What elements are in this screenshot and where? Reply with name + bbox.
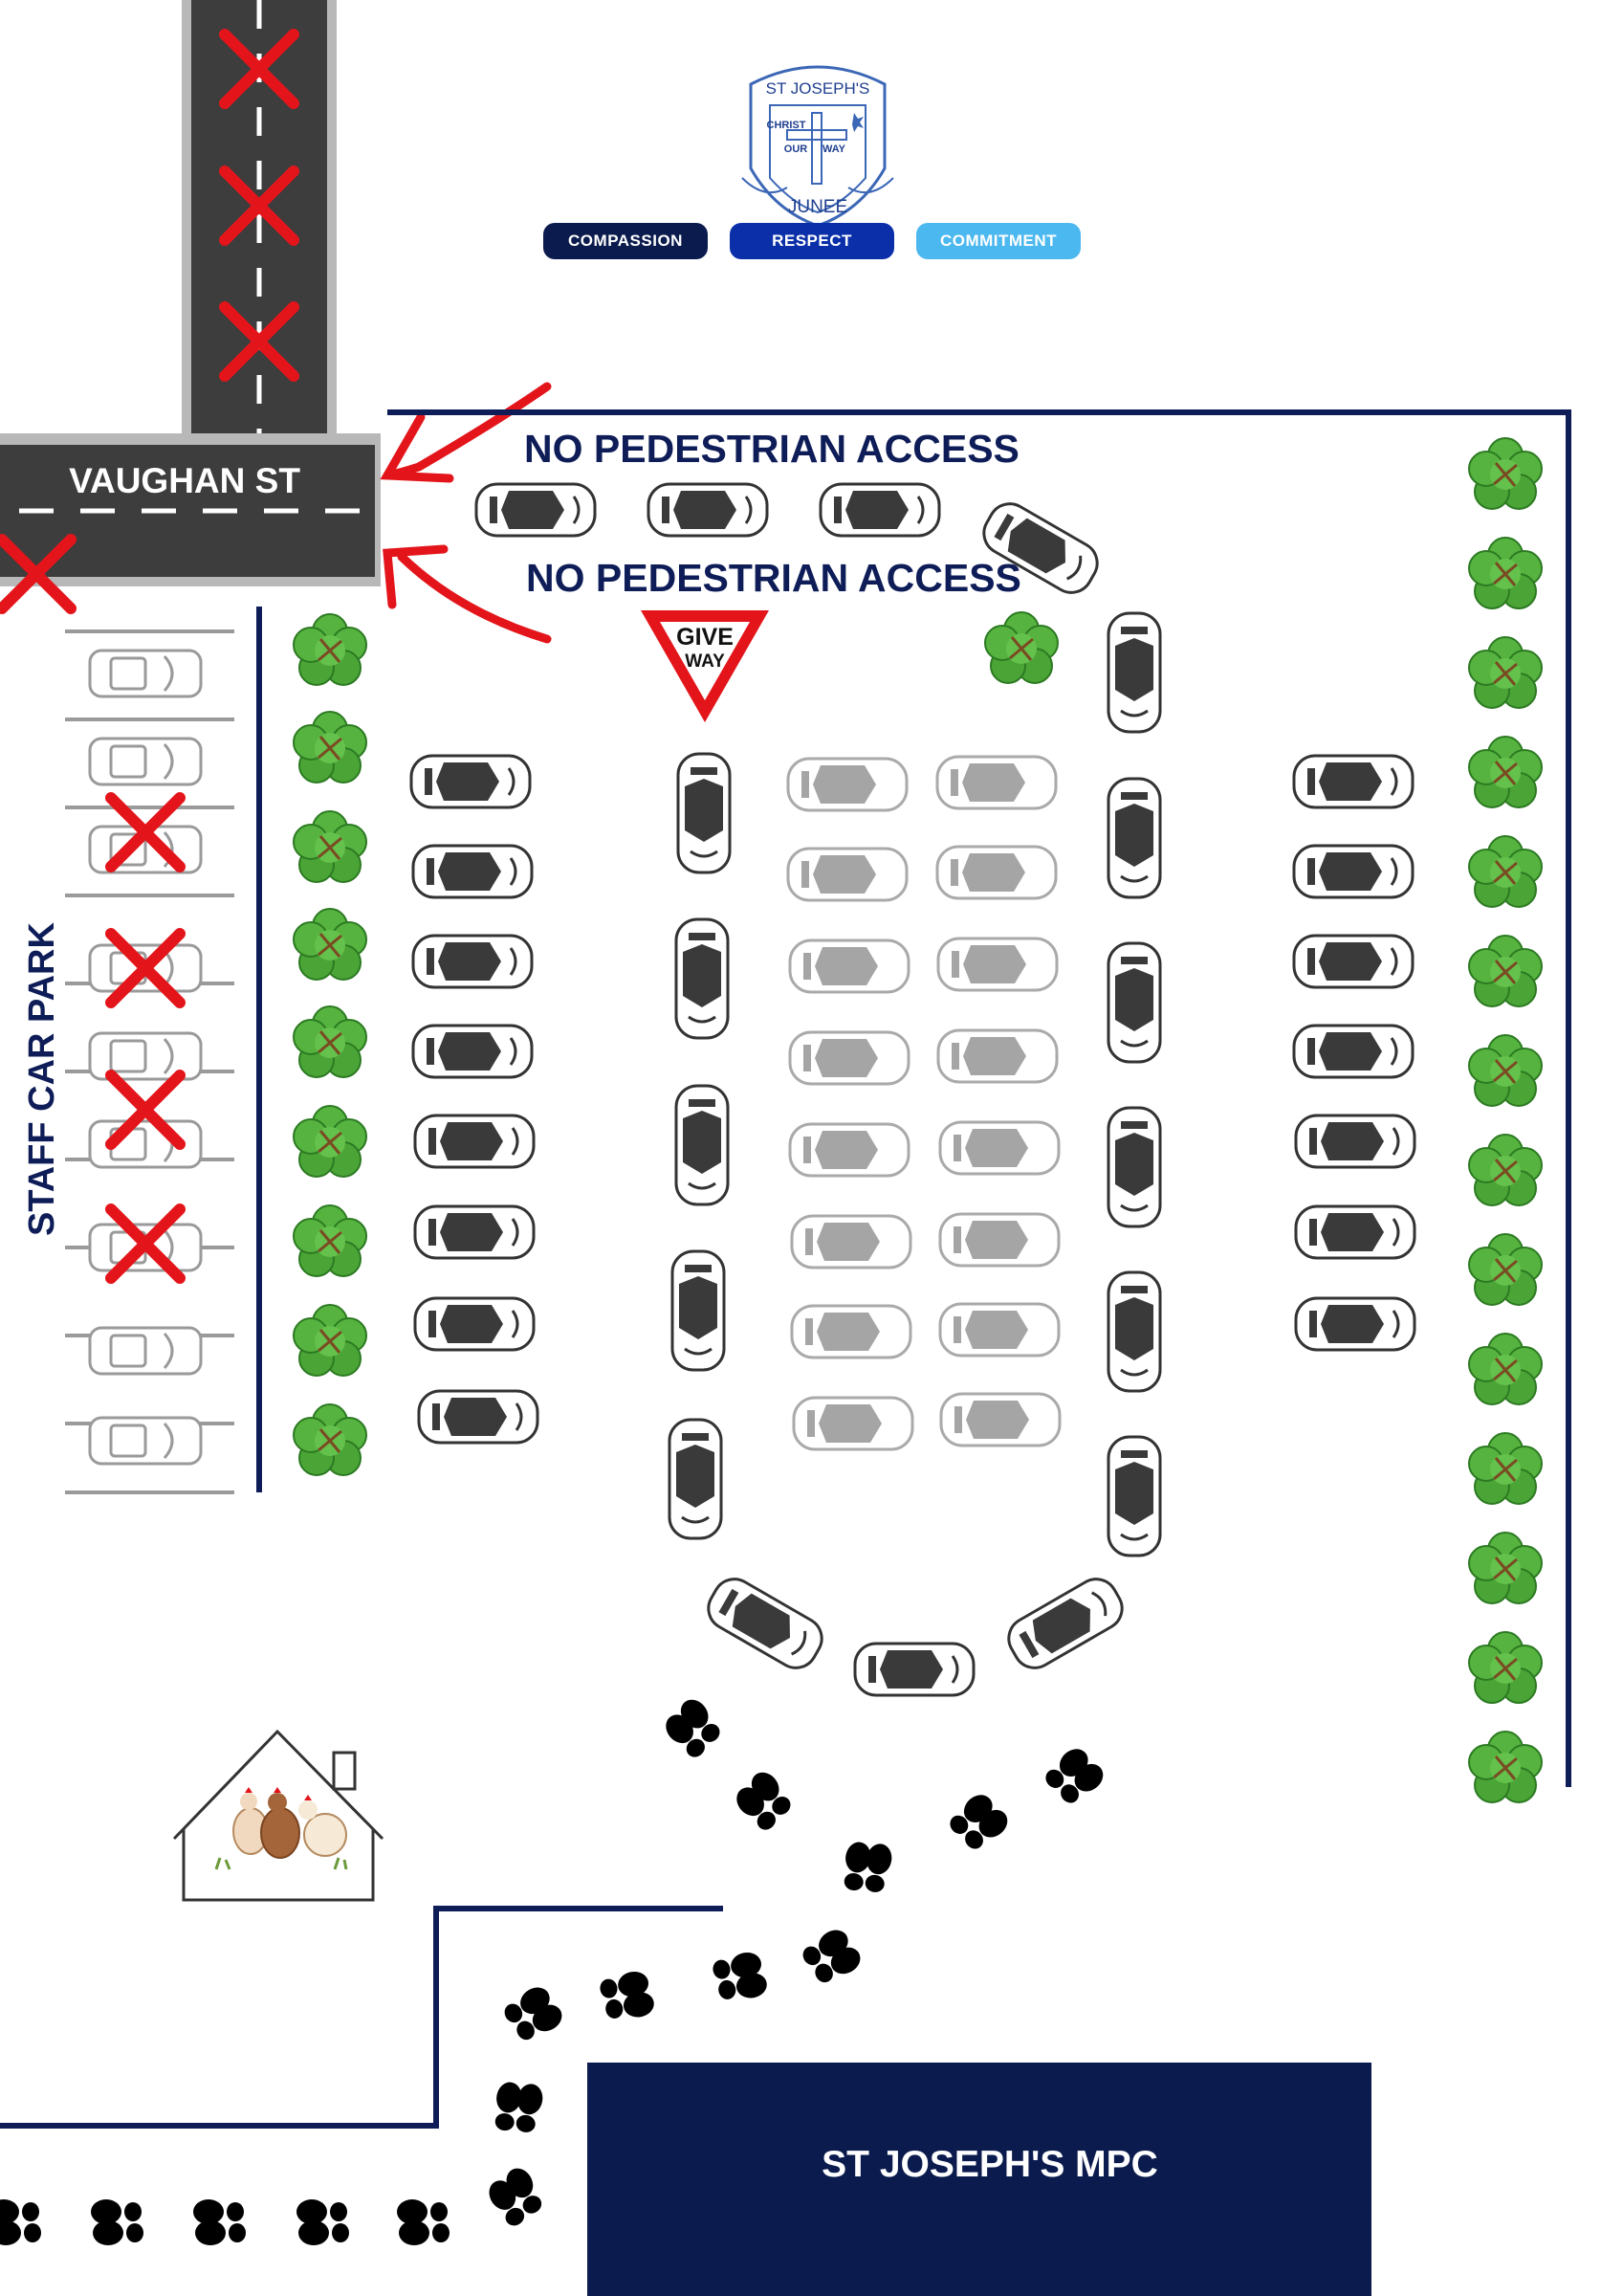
parked-cars-centre — [786, 755, 1062, 1451]
arrow-bottom — [383, 544, 552, 644]
parked-cars-left — [409, 754, 539, 1445]
no-pedestrian-access-bottom: NO PEDESTRIAN ACCESS — [526, 556, 1021, 600]
value-badge-label: COMMITMENT — [939, 232, 1058, 250]
tree-centre — [983, 610, 1060, 685]
logo-motto-3: WAY — [822, 144, 846, 155]
logo-motto-2: OUR — [784, 144, 808, 155]
vaughan-street — [0, 433, 381, 586]
value-badge-label: RESPECT — [772, 232, 852, 250]
logo-town-name: JUNEE — [788, 197, 847, 217]
chicken-icon — [260, 1787, 300, 1859]
chicken-icon — [298, 1795, 347, 1857]
no-pedestrian-access-top: NO PEDESTRIAN ACCESS — [524, 427, 1020, 471]
value-badge-compassion: COMPASSION — [543, 223, 708, 259]
loop-lane-right-cars — [1107, 611, 1162, 1557]
school-logo: ST JOSEPH'S CHRIST OUR WAY JUNEE — [741, 65, 894, 228]
chicken-coop — [172, 1729, 384, 1902]
logo-motto-1: CHRIST — [767, 120, 806, 131]
trees-right — [1467, 436, 1544, 1804]
loop-lane-left-cars — [668, 752, 732, 1540]
value-badge-respect: RESPECT — [730, 223, 894, 259]
arrow-top — [380, 382, 552, 483]
give-way-line-1: GIVE — [676, 624, 734, 651]
logo-school-name: ST JOSEPH'S — [766, 79, 870, 98]
site-boundary — [0, 409, 1571, 2129]
chicken-icon — [232, 1787, 269, 1855]
loop-bottom-cars — [699, 1570, 1131, 1697]
staff-car-park-label: STAFF CAR PARK — [22, 922, 62, 1236]
street-label: VAUGHAN ST — [69, 461, 300, 500]
trees-left — [292, 612, 368, 1477]
staff-cars — [88, 649, 203, 1466]
mpc-building-label: ST JOSEPH'S MPC — [822, 2144, 1158, 2185]
give-way-sign: GIVE WAY — [641, 610, 769, 722]
value-badge-label: COMPASSION — [568, 232, 683, 250]
mpc-building — [587, 2063, 1371, 2296]
give-way-line-2: WAY — [685, 651, 725, 672]
parked-cars-right — [1292, 754, 1416, 1352]
value-badge-commitment: COMMITMENT — [916, 223, 1081, 259]
